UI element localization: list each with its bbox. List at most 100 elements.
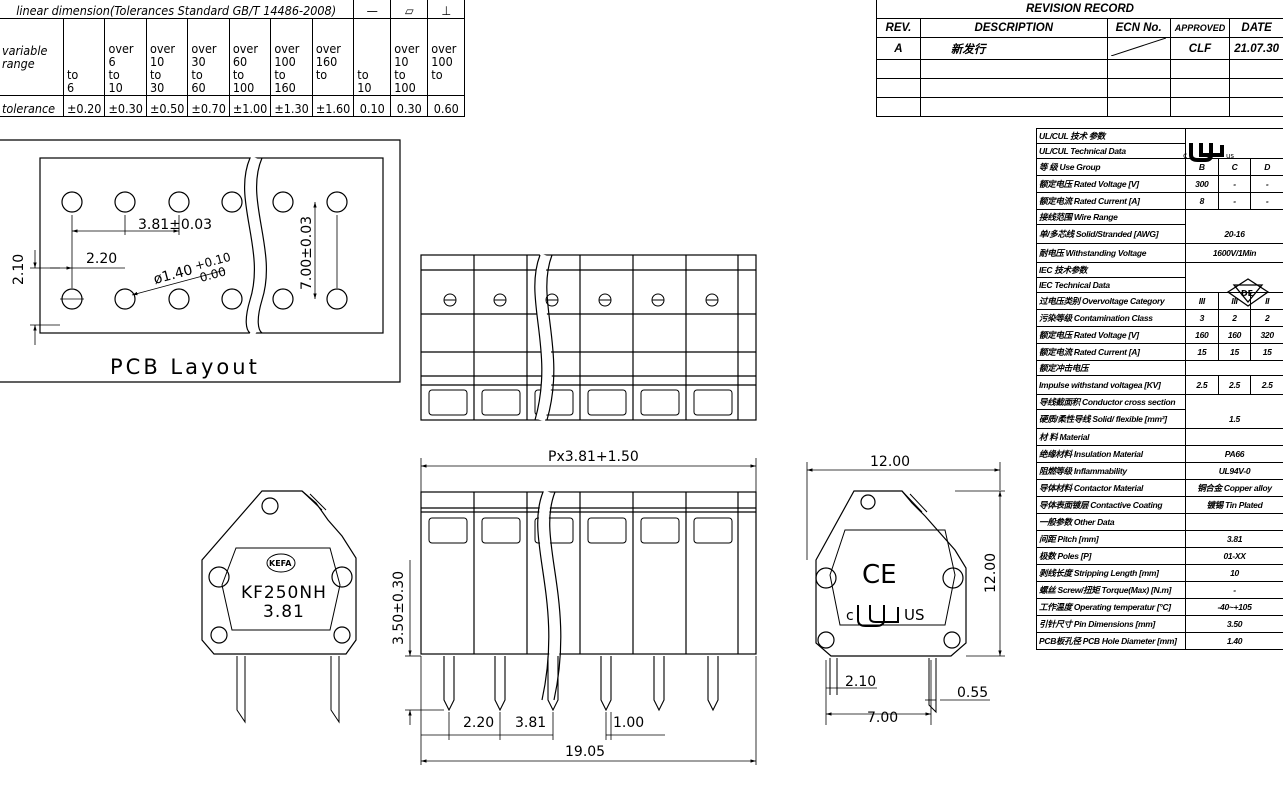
front-pin-length-label: 3.50±0.30	[391, 571, 407, 645]
pcb-hole-tol-down: 0.00	[198, 264, 227, 284]
front-d1-label: 2.20	[463, 715, 494, 731]
vde-mark-icon: DE	[1226, 278, 1270, 307]
ul-listing-icon: c us	[1183, 143, 1234, 162]
range-line: 6	[108, 54, 116, 69]
model-label: KF250NH	[241, 583, 327, 603]
range-line: 10	[357, 80, 372, 95]
kefa-logo-text: KEFA	[269, 559, 292, 568]
range-line: to	[108, 67, 120, 82]
tolerance-cell: 0.30	[390, 95, 429, 117]
right-height-label: 12.00	[983, 553, 999, 593]
ul-us-mark: US	[904, 606, 925, 624]
ul-logo-icon	[857, 605, 899, 627]
tech-row: 材 料 Material	[1036, 428, 1283, 446]
front-total-label: 19.05	[565, 744, 605, 760]
range-line: to	[431, 67, 443, 82]
left-side-view	[201, 490, 357, 724]
front-view	[405, 458, 757, 765]
pcb-height-label: 2.10	[11, 254, 27, 285]
tolerance-title: linear dimension(Tolerances Standard GB/…	[0, 0, 355, 19]
range-line: to	[191, 67, 203, 82]
tech-row: 剥线长度 Stripping Length [mm]10	[1036, 564, 1283, 582]
tolerance-cell: ±0.50	[145, 95, 189, 117]
range-line: 10	[394, 54, 409, 69]
right-width-label: 12.00	[870, 454, 910, 470]
tech-label: 接线范围 Wire Range	[1036, 209, 1186, 225]
tolerance-cell: ±1.00	[228, 95, 272, 117]
front-d3-label: 1.00	[613, 715, 644, 731]
pcb-board	[39, 157, 384, 334]
pcb-offset-label: 2.20	[86, 251, 117, 267]
range-line: 100	[394, 80, 416, 95]
range-line: over	[191, 41, 217, 56]
range-line: 6	[67, 80, 75, 95]
front-length-label: Px3.81+1.50	[548, 449, 639, 465]
tolerance-label: tolerance	[0, 95, 64, 117]
tech-row: 接线范围 Wire Range	[1036, 209, 1283, 225]
range-line: over	[274, 41, 300, 56]
tech-row: UL/CUL 技术 参数	[1036, 128, 1283, 144]
pcb-break-gap	[245, 156, 266, 337]
svg-text:DE: DE	[1241, 289, 1253, 298]
tolerance-cell: ±1.60	[311, 95, 355, 117]
range-line: 160	[274, 80, 296, 95]
tech-row: IEC 技术参数	[1036, 262, 1283, 278]
range-line: 100	[274, 54, 296, 69]
range-line: 160	[315, 54, 338, 69]
pcb-layout-frame	[0, 139, 401, 383]
tech-row: 导线截面积 Conductor cross section	[1036, 394, 1283, 410]
tolerance-cell: ±0.20	[62, 95, 106, 117]
tech-row: 额定冲击电压	[1036, 360, 1283, 376]
right-side-view	[806, 462, 1005, 725]
range-line: to	[394, 67, 406, 82]
pcb-holes-top	[61, 191, 348, 213]
range-line: over	[315, 41, 341, 56]
ce-mark: CE	[862, 560, 897, 590]
tech-row: PCB板孔径 PCB Hole Diameter [mm]1.40	[1036, 632, 1283, 650]
pcb-layout-title: PCB Layout	[110, 355, 260, 379]
tolerance-table: linear dimension(Tolerances Standard GB/…	[0, 0, 466, 117]
range-line: 30	[149, 80, 165, 95]
range-line: 30	[191, 54, 206, 69]
range-line: over	[431, 41, 457, 56]
approved-value: CLF	[1169, 37, 1231, 60]
tech-label: PCB板孔径 PCB Hole Diameter [mm]	[1036, 632, 1186, 650]
range-line: 10	[149, 54, 165, 69]
range-line: to	[149, 67, 162, 82]
right-d1-label: 2.10	[845, 674, 876, 690]
svg-text:us: us	[1226, 152, 1234, 160]
pcb-holes-bottom	[61, 288, 348, 310]
range-line: over	[232, 41, 258, 56]
pcb-break-left	[243, 157, 255, 334]
tech-row: 单/多芯线 Solid/Stranded [AWG]20-16	[1036, 224, 1283, 244]
range-line: over	[108, 41, 134, 56]
right-d3-label: 0.55	[957, 685, 988, 701]
range-line: to	[274, 67, 286, 82]
range-line: to	[357, 67, 369, 82]
range-line: over	[394, 41, 420, 56]
tech-value: 1.40	[1185, 632, 1283, 650]
range-line: to	[232, 67, 245, 82]
range-line: 100	[232, 80, 255, 95]
ul-c-mark: c	[846, 608, 854, 624]
tech-label: 导线截面积 Conductor cross section	[1036, 394, 1186, 410]
pcb-break-right	[255, 157, 267, 334]
svg-text:c: c	[1183, 151, 1187, 160]
range-line: to	[67, 67, 79, 82]
range-line: 100	[431, 54, 453, 69]
